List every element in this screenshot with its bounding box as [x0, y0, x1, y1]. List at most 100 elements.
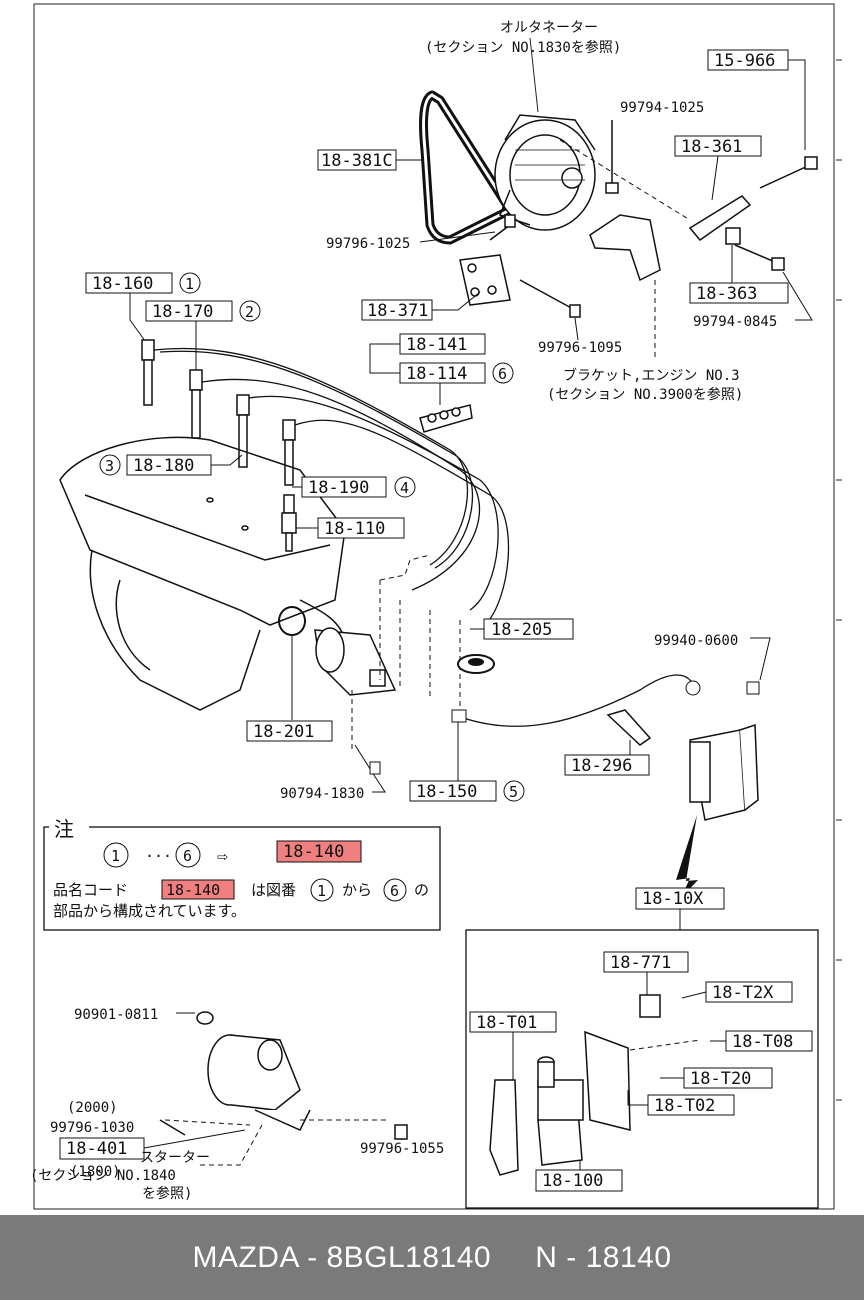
pn-99796-1030: 99796-1030: [50, 1120, 134, 1136]
box-15-966-text: 15-966: [714, 51, 775, 71]
box-18-401-text: 18-401: [66, 1139, 127, 1159]
callout-3-text: 3: [105, 457, 114, 475]
leader-18-361: [711, 155, 719, 201]
pn-99940-0600: 99940-0600: [654, 633, 738, 649]
note-inline-callout-6-text: 6: [390, 882, 399, 900]
bolt-90794: [369, 761, 381, 775]
spark-plug: [281, 494, 297, 552]
alternator-bolts: [489, 120, 818, 318]
adjusting-bar: [688, 195, 752, 242]
alternator-leader: [529, 37, 539, 113]
callout-5: [503, 780, 525, 802]
nut: [746, 681, 760, 695]
footer-code: N - 18140: [535, 1240, 672, 1274]
note-callout-6-text: 6: [183, 847, 192, 865]
coil-wire-boot: [685, 680, 701, 696]
adjusting-bolt-block: [725, 227, 741, 245]
box-18-141-text: 18-141: [406, 335, 467, 355]
drive-belt-inner: [422, 93, 513, 242]
note-arrow: ⇨: [217, 846, 228, 867]
rotor-center: [468, 658, 484, 666]
parts-diagram: オルタネーター (セクション NO.1830を参照) 15-966 18-381…: [30, 3, 842, 1210]
ground-strap: [606, 709, 652, 746]
box-18-140-highlight: [276, 840, 362, 863]
footer-spacer: [491, 1241, 535, 1275]
box-18-150-text: 18-150: [416, 782, 477, 802]
box-18-160: [85, 272, 173, 294]
leader-18-160: [129, 293, 149, 346]
right-edge-tick-marks: [836, 59, 842, 1101]
note-ellipsis: ···: [145, 847, 172, 865]
note-inline-callout-6: [383, 878, 407, 902]
starter-ref-leader: [200, 1124, 263, 1166]
box-18-T01-text: 18-T01: [476, 1013, 537, 1033]
box-18-T02-text: 18-T02: [654, 1096, 715, 1116]
note-18-140-highlight: [161, 879, 235, 900]
starter-bolt: [159, 1119, 186, 1136]
note-box: [43, 826, 441, 931]
box-18-100-text: 18-100: [542, 1171, 603, 1191]
leader-99796-1095: [574, 317, 579, 341]
box-18-371-text: 18-371: [367, 301, 428, 321]
coil-dash: [629, 1039, 701, 1051]
callout-3: [99, 454, 121, 476]
note-line1b: は図番: [251, 881, 296, 899]
engine-bracket: [589, 214, 661, 282]
box-18-110-text: 18-110: [324, 519, 385, 539]
leader-18-180: [211, 454, 243, 466]
note-line1c: の: [414, 881, 429, 899]
coil-detail: [489, 1030, 631, 1176]
igniter-module: [639, 994, 661, 1018]
box-18-190-text: 18-190: [308, 478, 369, 498]
box-18-363-text: 18-363: [696, 284, 757, 304]
starter-motor: [207, 1034, 311, 1131]
footer-brand: MAZDA - 8BGL18140: [192, 1240, 492, 1274]
pn-90901-0811: 90901-0811: [74, 1007, 158, 1023]
leader-18-T2X: [681, 991, 707, 999]
note-from: から: [342, 881, 372, 899]
box-18-T08-text: 18-T08: [732, 1032, 793, 1052]
box-18-180-text: 18-180: [133, 456, 194, 476]
pn-1800: (1800): [70, 1164, 121, 1180]
note-18-140-text: 18-140: [166, 881, 220, 899]
leader-15-966: [788, 59, 806, 150]
note-line1: 品名コード: [53, 881, 128, 899]
note-line2: 部品から構成されています。: [53, 902, 246, 920]
detail-box: [465, 929, 819, 1209]
bracket-18-141-18-114: [369, 343, 400, 374]
bracket-label: ブラケット,エンジン NO.3: [563, 367, 740, 384]
leader-18-371: [432, 291, 481, 311]
leader-99940-0600: [750, 637, 771, 681]
starter-section-ref-1: (セクション NO.1840: [30, 1168, 176, 1184]
callout-1: [179, 272, 201, 294]
leader-18-401: [143, 1129, 246, 1149]
box-18-363: [689, 282, 789, 304]
starter-nut: [196, 1011, 214, 1025]
box-18-T20-text: 18-T20: [690, 1069, 751, 1089]
note-title-bg: [49, 818, 89, 836]
box-18-150: [409, 780, 497, 802]
distributor: [314, 627, 397, 696]
plug-wire-boots: [141, 339, 296, 486]
alternator-drawing: [494, 114, 596, 231]
callout-2-text: 2: [245, 303, 254, 321]
starter-label: スターター: [140, 1150, 210, 1166]
o-ring: [278, 606, 306, 636]
wire-clip: [419, 404, 473, 433]
box-18-170: [145, 300, 233, 322]
leader-99796-1025: [419, 231, 496, 243]
coil-wire-end: [451, 709, 467, 723]
box-18-T2X-text: 18-T2X: [712, 983, 774, 1003]
box-18-170-text: 18-170: [152, 302, 213, 322]
callout-1-text: 1: [185, 275, 194, 293]
box-18-100: [535, 1169, 623, 1192]
callout-4: [394, 476, 416, 498]
note-callout-1-text: 1: [111, 847, 120, 865]
bolt-99796-1055: [394, 1124, 408, 1140]
box-18-401: [59, 1137, 145, 1160]
box-18-771: [603, 951, 689, 973]
pn-99794-0845: 99794-0845: [693, 314, 777, 330]
box-18-381C-text: 18-381C: [321, 151, 393, 171]
page-border: [33, 3, 835, 1210]
engine-head-outline: [59, 436, 346, 711]
